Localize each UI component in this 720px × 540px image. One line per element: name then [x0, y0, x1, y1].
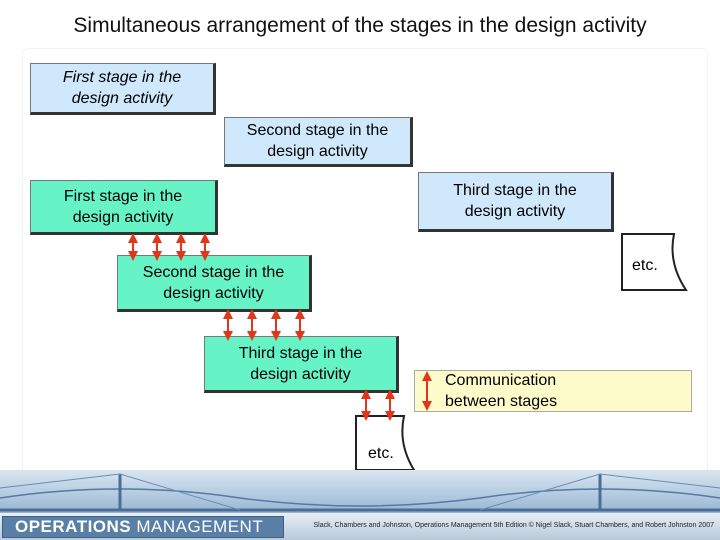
bottom-third-stage-box: Third stage in the design activity	[204, 336, 399, 393]
top-etc-shape	[621, 233, 688, 291]
legend-box: Communication between stages	[414, 370, 692, 412]
top-third-stage-box: Third stage in the design activity	[418, 172, 614, 232]
bottom-second-stage-label: Second stage in the design activity	[142, 263, 285, 302]
page-title: Simultaneous arrangement of the stages i…	[73, 14, 647, 37]
bottom-first-stage-box: First stage in the design activity	[30, 180, 218, 235]
copyright-text: Slack, Chambers and Johnston, Operations…	[313, 522, 715, 529]
logo-bold-text: OPERATIONS	[15, 517, 132, 536]
operations-management-logo: OPERATIONS MANAGEMENT	[2, 516, 284, 538]
communication-arrows-1	[128, 233, 210, 261]
top-second-stage-box: Second stage in the design activity	[224, 117, 413, 167]
communication-arrows-3	[361, 389, 395, 421]
bottom-first-stage-label: First stage in the design activity	[63, 187, 183, 226]
communication-arrows-2	[223, 309, 305, 341]
bottom-etc-label: etc.	[368, 445, 394, 462]
bottom-third-stage-label: Third stage in the design activity	[238, 344, 363, 383]
logo-light-text: MANAGEMENT	[136, 517, 264, 536]
top-etc-label: etc.	[632, 257, 658, 274]
legend-label: Communication between stages	[445, 372, 558, 410]
top-third-stage-label: Third stage in the design activity	[453, 182, 577, 220]
bottom-second-stage-box: Second stage in the design activity	[117, 255, 312, 312]
top-first-stage-label: First stage in the design activity	[62, 69, 182, 107]
bridge-image	[0, 473, 720, 512]
bottom-etc-shape	[355, 415, 416, 471]
top-first-stage-box: First stage in the design activity	[30, 63, 216, 115]
top-second-stage-label: Second stage in the design activity	[246, 122, 389, 160]
